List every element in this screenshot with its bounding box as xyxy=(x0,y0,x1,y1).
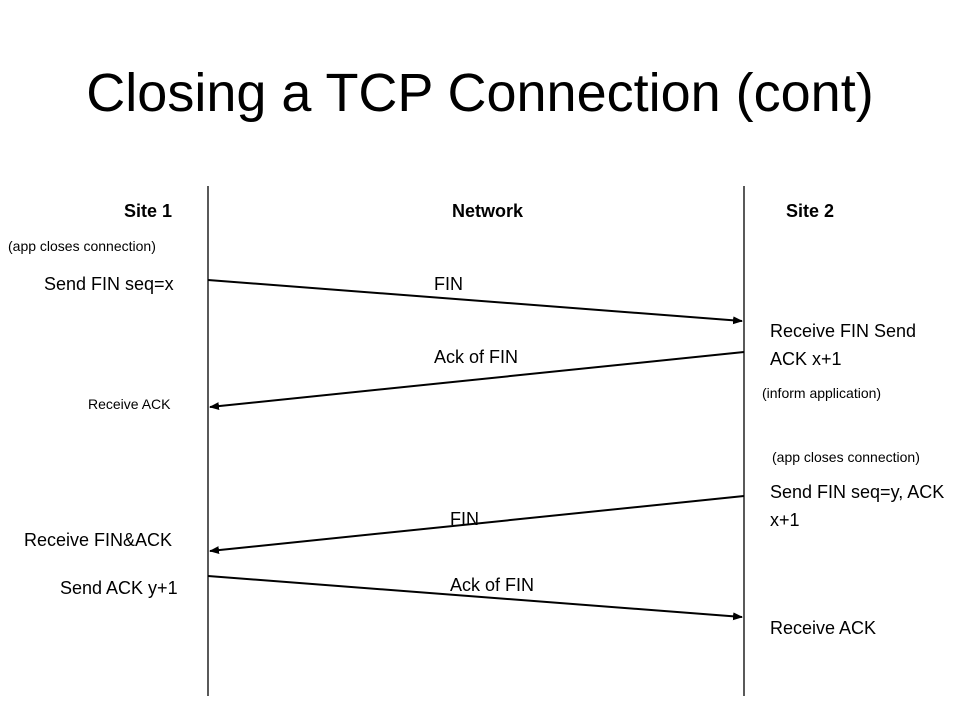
slide-title: Closing a TCP Connection (cont) xyxy=(86,63,874,123)
site2-app-closes-note: (app closes connection) xyxy=(772,449,920,465)
site1-send-fin-label: Send FIN seq=x xyxy=(44,274,174,294)
network-msg-fin-2: FIN xyxy=(450,509,479,529)
site1-receive-ack-label: Receive ACK xyxy=(88,396,171,412)
site2-header: Site 2 xyxy=(786,201,835,221)
site1-app-closes-note: (app closes connection) xyxy=(8,238,156,254)
site2-inform-app-note: (inform application) xyxy=(762,385,882,401)
network-msg-fin-1: FIN xyxy=(434,274,463,294)
site1-receive-fin-ack-label: Receive FIN&ACK xyxy=(24,530,173,550)
site1-send-ack-label: Send ACK y+1 xyxy=(60,578,178,598)
site2-receive-fin-label-line2: ACK x+1 xyxy=(770,349,842,369)
arrow-fin-site1-to-site2 xyxy=(207,279,743,325)
site2-send-fin-label-line1: Send FIN seq=y, ACK xyxy=(770,482,945,502)
arrow-ack-site2-to-site1 xyxy=(209,351,745,411)
arrow-fin-site2-to-site1 xyxy=(209,495,745,555)
site1-header: Site 1 xyxy=(124,201,173,221)
network-msg-ack-2: Ack of FIN xyxy=(450,575,535,595)
arrow-ack-site1-to-site2 xyxy=(207,575,743,621)
site2-receive-fin-label-line1: Receive FIN Send xyxy=(770,321,917,341)
site2-receive-ack-label: Receive ACK xyxy=(770,618,877,638)
network-msg-ack-1: Ack of FIN xyxy=(434,347,519,367)
site2-send-fin-label-line2: x+1 xyxy=(770,510,800,530)
network-header: Network xyxy=(452,201,524,221)
